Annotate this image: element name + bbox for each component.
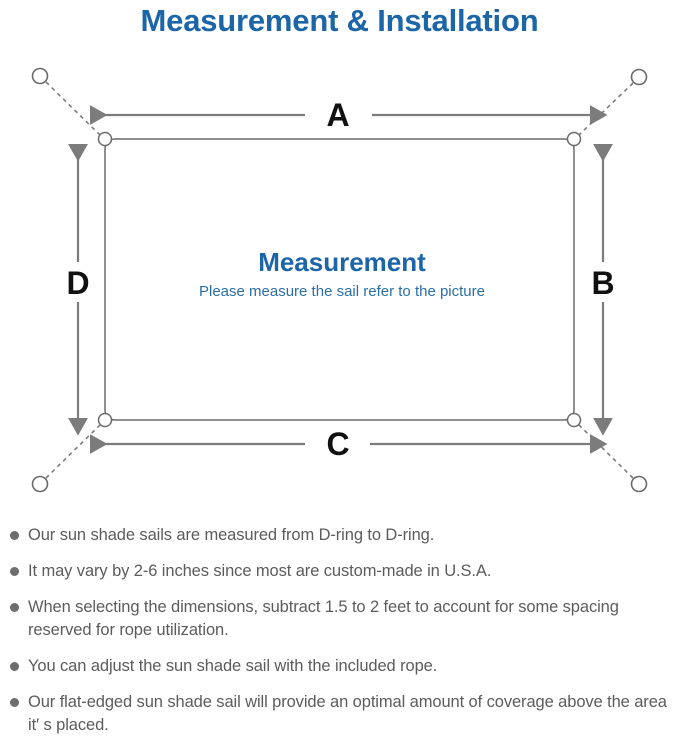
rope-line-top-right xyxy=(578,82,634,136)
list-item-text: It may vary by 2-6 inches since most are… xyxy=(28,562,492,580)
shade-sail-body xyxy=(104,138,575,421)
bullet-icon xyxy=(10,698,19,707)
d-ring-top-left-icon xyxy=(97,131,113,147)
diagram-center-subtext: Please measure the sail refer to the pic… xyxy=(199,283,485,300)
dimension-label-d: D xyxy=(66,265,89,301)
bullet-icon xyxy=(10,662,19,671)
sail-measurement-diagram: A C D B Measurement Please measure the s… xyxy=(31,67,648,493)
rope-line-top-left xyxy=(45,81,101,136)
anchor-top-right-icon xyxy=(630,68,648,86)
anchor-top-left-icon xyxy=(31,67,49,85)
list-item: Our sun shade sails are measured from D-… xyxy=(0,524,679,547)
diagram-center-heading: Measurement xyxy=(258,247,426,277)
d-ring-bottom-left-icon xyxy=(97,412,113,428)
bullet-icon xyxy=(10,531,19,540)
d-ring-top-right-icon xyxy=(566,131,582,147)
bullet-icon xyxy=(10,567,19,576)
anchor-bottom-left-icon xyxy=(31,475,49,493)
list-item: You can adjust the sun shade sail with t… xyxy=(0,655,679,678)
list-item: It may vary by 2-6 inches since most are… xyxy=(0,560,679,583)
d-ring-bottom-right-icon xyxy=(566,412,582,428)
bullet-icon xyxy=(10,603,19,612)
dimension-label-c: C xyxy=(326,426,349,462)
rope-line-bottom-left xyxy=(45,424,101,479)
page-title: Measurement & Installation xyxy=(140,3,539,38)
dimension-label-b: B xyxy=(591,265,614,301)
list-item-text: You can adjust the sun shade sail with t… xyxy=(28,657,438,675)
list-item-text: Our sun shade sails are measured from D-… xyxy=(28,526,435,544)
dimension-label-a: A xyxy=(326,97,349,133)
anchor-bottom-right-icon xyxy=(630,475,648,493)
list-item: When selecting the dimensions, subtract … xyxy=(0,596,679,642)
list-item-text: Our flat-edged sun shade sail will provi… xyxy=(28,693,667,734)
notes-list: Our sun shade sails are measured from D-… xyxy=(0,524,679,750)
rope-line-bottom-right xyxy=(578,424,634,479)
list-item-text: When selecting the dimensions, subtract … xyxy=(28,598,619,639)
list-item: Our flat-edged sun shade sail will provi… xyxy=(0,691,679,737)
